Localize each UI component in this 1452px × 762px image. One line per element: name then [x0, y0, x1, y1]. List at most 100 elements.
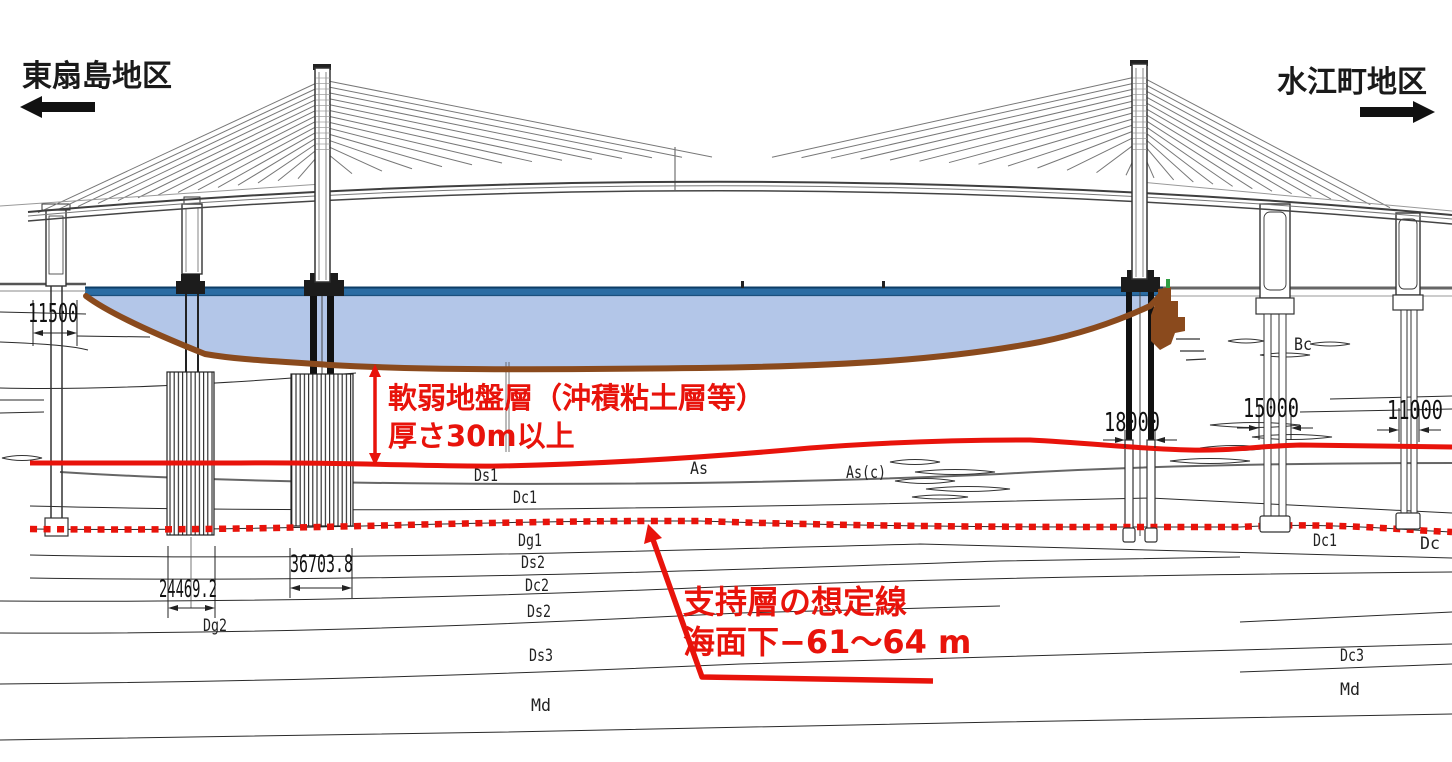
bearing-leader-line: [648, 533, 934, 684]
cable-line: [801, 81, 1141, 159]
dim-tower1-pile: [289, 548, 353, 598]
tower-1-mast: [313, 64, 331, 283]
left-direction-arrow: [20, 96, 95, 118]
pile-feet: [1122, 512, 1421, 543]
cable-line: [771, 75, 1141, 158]
strata-dg1: Dg1: [518, 531, 542, 551]
sea-and-soft-ground: [85, 281, 1167, 370]
dim-label-pier2: 24469.2: [159, 575, 217, 603]
deck-bottom-line: [27, 190, 1452, 225]
soft-ground-measure-arrow-top: [369, 364, 381, 377]
strata-dc3: Dc3: [1340, 646, 1364, 666]
cable-line: [117, 101, 324, 202]
strata-md-right: Md: [1340, 680, 1360, 700]
bearing-text-2: 海面下−61〜64 m: [683, 623, 971, 661]
strata-ds1: Ds1: [474, 466, 498, 486]
dimensions: [32, 300, 1441, 618]
soft-ground-annotation: 軟弱地盤層（沖積粘土層等） 厚さ30m以上: [369, 364, 765, 466]
dimension-labels: 11500 24469.2 36703.8 18000 15000 11000: [28, 299, 1443, 603]
cable-line: [322, 97, 623, 159]
cable-line: [919, 104, 1141, 162]
cable-line: [1139, 98, 1312, 197]
superstructure: [0, 60, 1452, 283]
dim-tower2-pile: [1103, 430, 1177, 448]
soft-ground-measure-arrow-bottom: [369, 453, 381, 466]
revetment: [1151, 287, 1185, 350]
cable-line: [322, 108, 563, 161]
strata-as: As: [690, 459, 708, 479]
cable-line: [322, 85, 683, 158]
cable-line: [1139, 133, 1194, 183]
cable-line: [257, 138, 324, 184]
cable-line: [37, 79, 324, 214]
deck-top-line: [27, 180, 1452, 216]
strata-dc1: Dc1: [513, 488, 537, 508]
pier-2-pile-block: [166, 371, 215, 536]
cable-line: [322, 114, 533, 163]
cable-line: [322, 143, 383, 172]
strata-labels: Ds1 Dc1 As As(c) Dg1 Ds2 Dc2 Ds2 Ds3 Md …: [203, 335, 1440, 716]
strata-dc2: Dc2: [525, 576, 549, 596]
cable-line: [322, 102, 593, 160]
cable-line: [77, 90, 324, 207]
seabed: [83, 279, 1207, 373]
dim-label-pier3: 15000: [1243, 394, 1299, 424]
region-right-label: 水江町地区: [1277, 65, 1427, 100]
strata-ds2-lower: Ds2: [527, 602, 551, 622]
far-girder-right: [1139, 181, 1452, 212]
waterline-tick-1: [741, 281, 744, 288]
cable-line: [197, 122, 324, 191]
cable-line: [137, 106, 324, 199]
cable-line: [322, 137, 413, 170]
cable-line: [1066, 133, 1141, 171]
strata-md: Md: [531, 696, 551, 716]
cable-line: [1139, 75, 1391, 209]
cable-line: [1139, 104, 1292, 195]
seabed-line: [83, 290, 1166, 373]
cable-line: [1139, 81, 1371, 206]
strata-bc: Bc: [1294, 335, 1312, 355]
substructures: [41, 196, 1424, 537]
dim-label-pier4: 11000: [1387, 396, 1443, 426]
soft-ground-text-1: 軟弱地盤層（沖積粘土層等）: [388, 381, 765, 415]
pier-1: [41, 203, 71, 537]
soft-ground-text-2: 厚さ30m以上: [388, 419, 575, 453]
cable-line: [860, 93, 1141, 160]
cable-line: [889, 98, 1141, 161]
cable-line: [177, 117, 324, 193]
waterline-tick-2: [882, 281, 885, 288]
revetment-green-mark: [1166, 279, 1170, 288]
right-direction-arrow: [1360, 101, 1435, 123]
strata-as-c: As(c): [846, 463, 886, 483]
cable-line: [1007, 122, 1141, 167]
dim-label-tower2: 18000: [1104, 408, 1160, 438]
strata-dc1-right: Dc1: [1313, 531, 1337, 551]
dim-abutment: [32, 300, 151, 346]
dim-label-tower1: 36703.8: [290, 550, 353, 578]
soft-layer-bottom-line: [30, 437, 1452, 469]
dim-pier3-pile: [1237, 405, 1313, 440]
cable-line: [1037, 128, 1141, 169]
revetment-details: [1176, 338, 1207, 361]
cable-line: [1139, 87, 1351, 203]
cable-line: [1139, 93, 1332, 200]
cable-line: [948, 110, 1141, 164]
pier-2: [166, 196, 215, 536]
dim-pier4-pile: [1377, 408, 1441, 442]
cable-line: [978, 116, 1141, 165]
pier-3: [1255, 203, 1295, 519]
pier-4: [1392, 212, 1424, 514]
bearing-text-1: 支持層の想定線: [683, 583, 907, 621]
cable-line: [237, 133, 324, 186]
strata-ds3: Ds3: [529, 646, 553, 666]
cable-line: [1139, 122, 1233, 187]
cable-line: [322, 132, 443, 168]
cable-line: [157, 111, 324, 196]
strata-dc-right: Dc: [1420, 534, 1440, 554]
cable-line: [1139, 128, 1214, 185]
tower-1-pile-block: [290, 373, 354, 527]
strata-ds2-upper: Ds2: [521, 553, 545, 573]
stay-cables: [37, 75, 1391, 214]
